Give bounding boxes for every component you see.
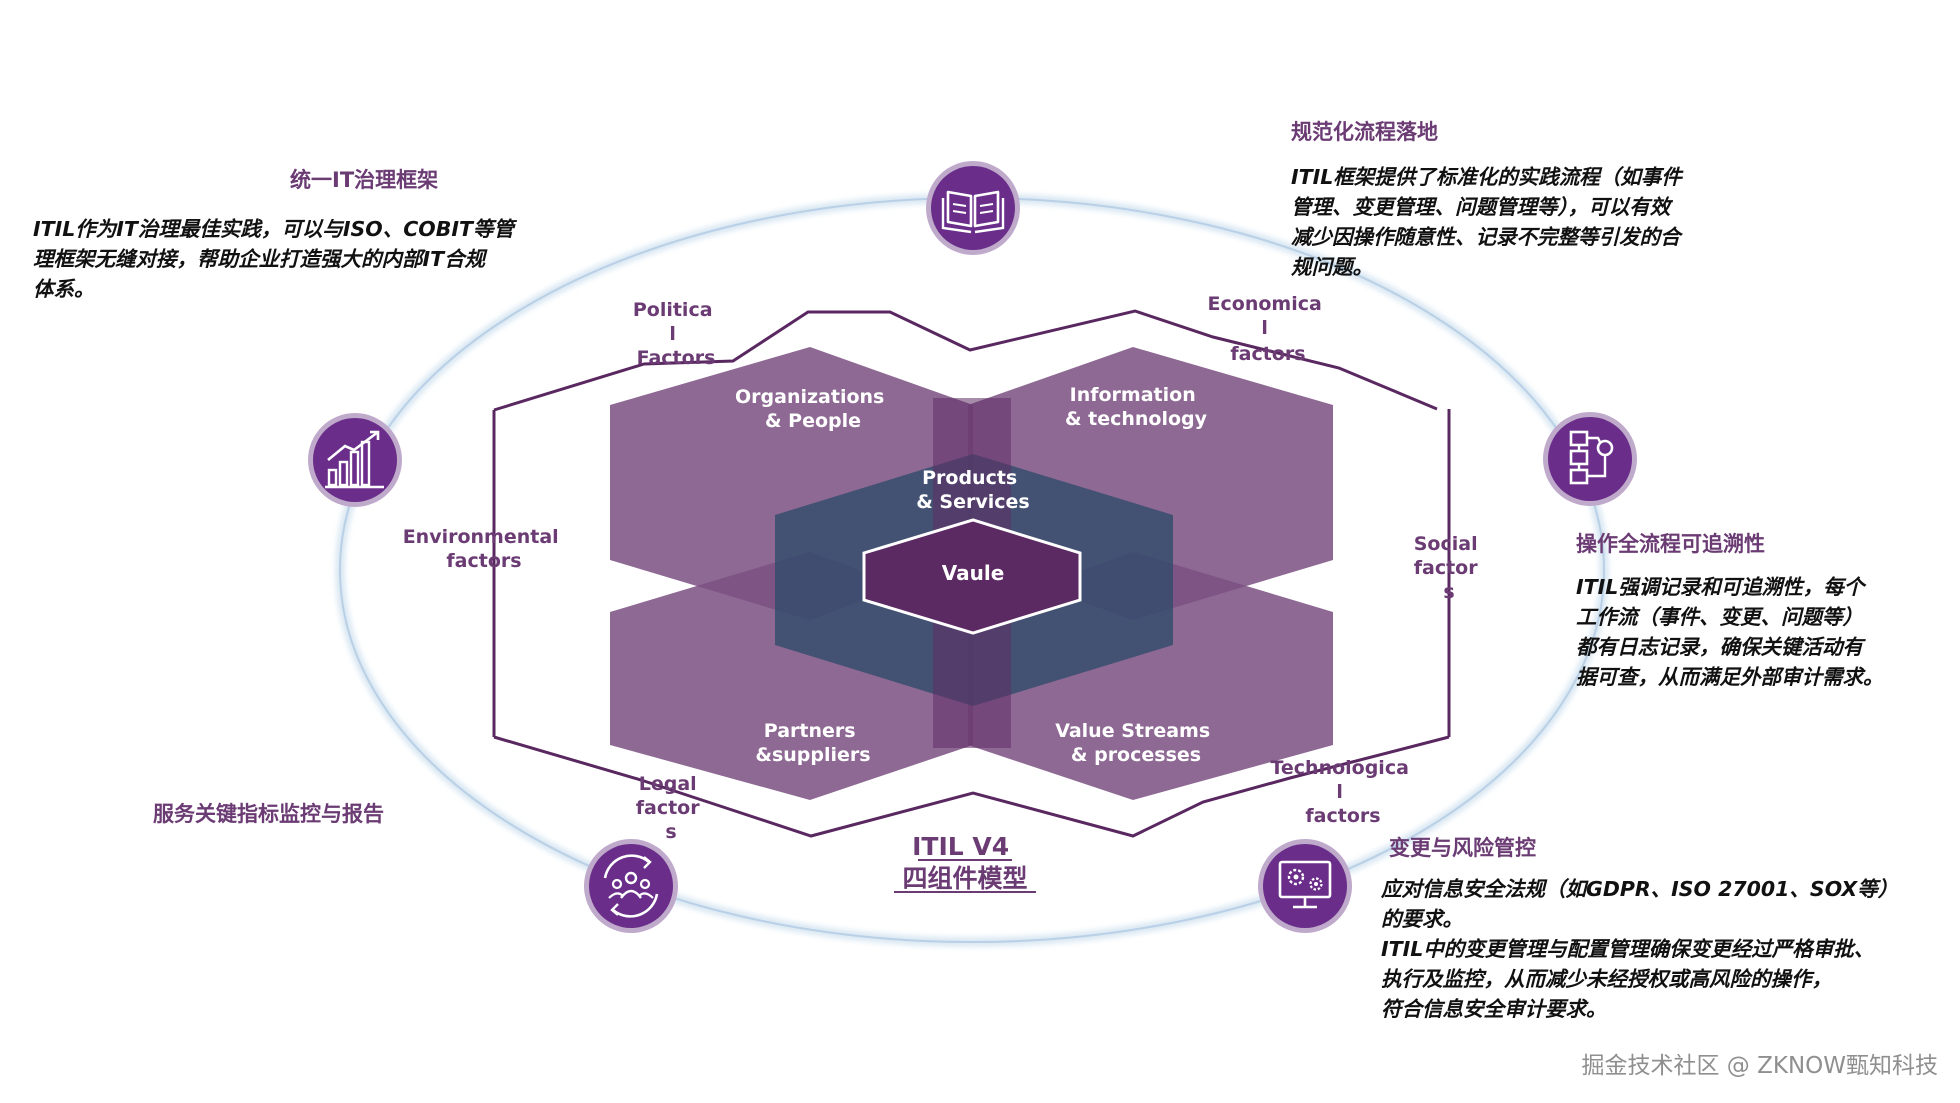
growth-chart-icon — [308, 413, 402, 507]
model-title: ITIL V4 四组件模型 — [902, 832, 1027, 893]
value-streams-label: Value Streams & processes — [1055, 720, 1217, 766]
callout-risk-line: ITIL中的变更管理与配置管理确保变更经过严格审批、 — [1381, 937, 1875, 961]
callout-governance-body: ITIL作为IT治理最佳实践，可以与ISO、COBIT等管 理框架无缝对接，帮助… — [33, 214, 514, 304]
callout-monitoring-title: 服务关键指标监控与报告 — [153, 802, 384, 826]
pestle-outline-bottom — [493, 735, 1450, 838]
callout-standardization-body: ITIL框架提供了标准化的实践流程（如事件 管理、变更管理、问题管理等），可以有… — [1291, 162, 1682, 282]
vaule-label: Vaule — [942, 561, 1005, 585]
team-cycle-icon — [584, 839, 678, 933]
callout-risk-title: 变更与风险管控 — [1389, 836, 1536, 860]
callout-traceability-line: 工作流（事件、变更、问题等） — [1576, 605, 1863, 629]
callout-standardization-line: ITIL框架提供了标准化的实践流程（如事件 — [1291, 165, 1682, 189]
callout-traceability-line: 都有日志记录，确保关键活动有 — [1576, 635, 1863, 659]
org-people-label: Organizations & People — [735, 386, 891, 432]
callout-governance: 统一IT治理框架 ITIL作为IT治理最佳实践，可以与ISO、COBIT等管 理… — [33, 164, 514, 304]
callout-standardization-line: 规问题。 — [1291, 255, 1373, 279]
callout-traceability: 操作全流程可追溯性 ITIL强调记录和可追溯性，每个 工作流（事件、变更、问题等… — [1576, 528, 1884, 692]
monitor-gears-icon — [1258, 839, 1352, 933]
callout-governance-line: 理框架无缝对接，帮助企业打造强大的内部IT合规 — [33, 247, 486, 271]
callout-governance-title: 统一IT治理框架 — [290, 168, 439, 192]
callout-standardization-line: 减少因操作随意性、记录不完整等引发的合 — [1291, 225, 1681, 249]
watermark: 掘金技术社区 @ ZKNOW甄知科技 — [1581, 1053, 1938, 1079]
callout-traceability-body: ITIL强调记录和可追溯性，每个 工作流（事件、变更、问题等） 都有日志记录，确… — [1576, 572, 1884, 692]
callout-risk-body: 应对信息安全法规（如GDPR、ISO 27001、SOX等） 的要求。 ITIL… — [1381, 874, 1898, 1024]
callout-monitoring: 服务关键指标监控与报告 — [153, 798, 384, 828]
social-factors-label: Social factor s — [1414, 533, 1484, 603]
technological-factors-label: Technologica l factors — [1270, 757, 1415, 827]
callout-risk: 变更与风险管控 应对信息安全法规（如GDPR、ISO 27001、SOX等） 的… — [1381, 832, 1898, 1024]
callout-standardization: 规范化流程落地 ITIL框架提供了标准化的实践流程（如事件 管理、变更管理、问题… — [1291, 116, 1682, 282]
callout-standardization-line: 管理、变更管理、问题管理等），可以有效 — [1291, 195, 1671, 219]
vaule-hexagon — [862, 518, 1082, 635]
economical-factors-label: Economica l factors — [1208, 293, 1329, 365]
legal-factors-label: Legal factor s — [636, 773, 706, 843]
pestle-outline-top — [493, 309, 1438, 412]
environmental-factors-label: Environmental factors — [403, 526, 566, 572]
callout-risk-line: 应对信息安全法规（如GDPR、ISO 27001、SOX等） — [1381, 877, 1899, 901]
callout-governance-line: 体系。 — [33, 277, 95, 301]
open-book-icon — [926, 161, 1020, 255]
callout-governance-line: ITIL作为IT治理最佳实践，可以与ISO、COBIT等管 — [33, 217, 514, 241]
callout-traceability-title: 操作全流程可追溯性 — [1576, 532, 1765, 556]
callout-risk-line: 符合信息安全审计要求。 — [1381, 997, 1607, 1021]
political-factors-label: Politica l Factors — [633, 299, 719, 369]
callout-traceability-line: ITIL强调记录和可追溯性，每个 — [1576, 575, 1865, 599]
info-tech-label: Information & technology — [1065, 384, 1208, 430]
callout-risk-line: 执行及监控，从而减少未经授权或高风险的操作， — [1381, 967, 1832, 991]
partners-label: Partners &suppliers — [755, 720, 870, 766]
products-services-label: Products & Services — [916, 467, 1029, 513]
flowchart-icon — [1543, 412, 1637, 506]
callout-traceability-line: 据可查，从而满足外部审计需求。 — [1576, 665, 1884, 689]
callout-standardization-title: 规范化流程落地 — [1291, 120, 1438, 144]
callout-risk-line: 的要求。 — [1381, 907, 1463, 931]
